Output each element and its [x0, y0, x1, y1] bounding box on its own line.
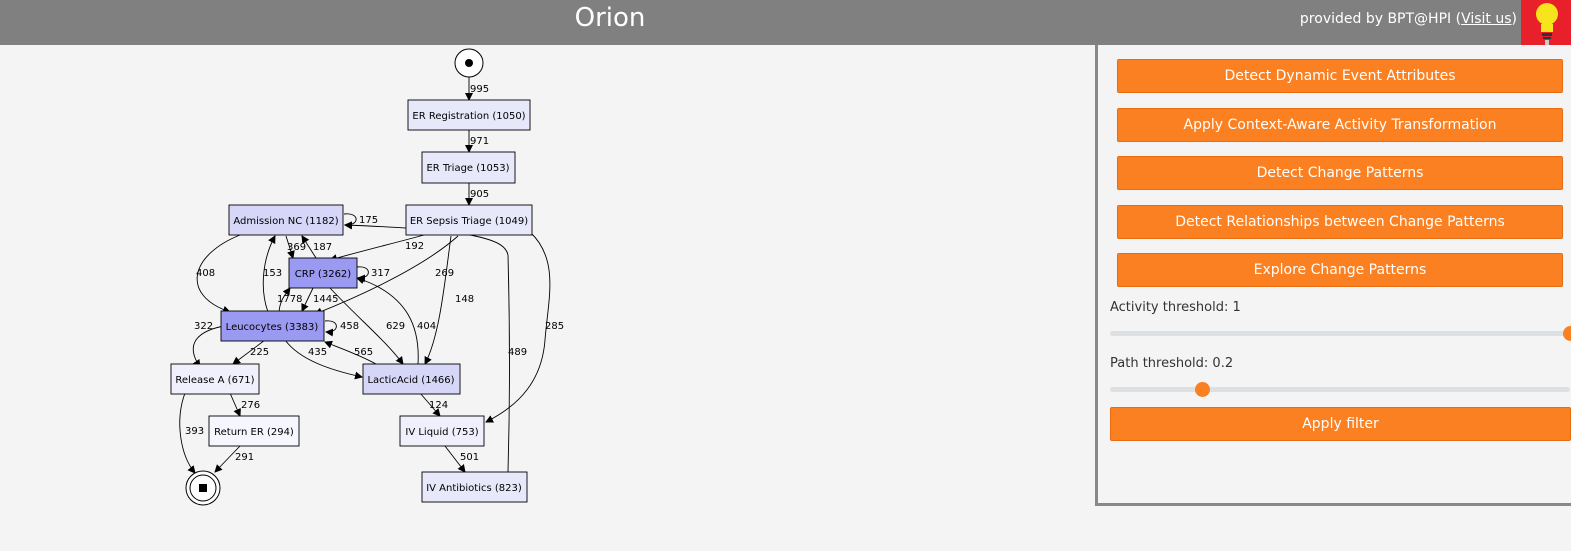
path-threshold-thumb[interactable]: [1195, 382, 1210, 397]
graph-node[interactable]: [399, 415, 485, 447]
edge-label: 565: [354, 347, 373, 358]
top-bar: Orion provided by BPT@HPI (Visit us): [0, 0, 1571, 45]
edge-label: 175: [359, 215, 378, 226]
edge-label: 322: [194, 321, 213, 332]
start-node[interactable]: [454, 48, 484, 78]
edge-label: 276: [241, 400, 260, 411]
activity-threshold-slider[interactable]: [1110, 326, 1571, 341]
edge-label: 285: [545, 321, 564, 332]
detect-relationships-button[interactable]: Detect Relationships between Change Patt…: [1117, 205, 1563, 239]
app-title: Orion: [574, 3, 646, 33]
graph-node[interactable]: [421, 151, 516, 184]
start-node-icon: [465, 59, 473, 67]
node-label: LacticAcid (1466): [367, 375, 454, 386]
edge-label: 269: [435, 268, 454, 279]
graph-node[interactable]: [170, 363, 260, 395]
edge-label: 317: [371, 268, 390, 279]
node-label: IV Liquid (753): [405, 427, 478, 438]
node-label: ER Sepsis Triage (1049): [410, 216, 528, 227]
node-label: ER Triage (1053): [426, 163, 509, 174]
edge-label: 629: [386, 321, 405, 332]
edge-label: 153: [263, 268, 282, 279]
apply-filter-button[interactable]: Apply filter: [1110, 407, 1571, 441]
detect-change-patterns-button[interactable]: Detect Change Patterns: [1117, 156, 1563, 190]
end-node[interactable]: [185, 470, 221, 506]
provided-by-label: provided by BPT@HPI: [1299, 11, 1456, 27]
graph-node[interactable]: [220, 310, 325, 342]
graph-node[interactable]: [208, 415, 300, 447]
edge-label: 501: [460, 452, 479, 463]
provider-text: provided by BPT@HPI (Visit us): [1300, 11, 1517, 27]
edge-label: 291: [235, 452, 254, 463]
node-label: ER Registration (1050): [412, 111, 525, 122]
visit-close-paren: ): [1511, 11, 1517, 27]
edge-label: 458: [340, 321, 359, 332]
graph-node[interactable]: [407, 99, 531, 131]
path-threshold-slider[interactable]: [1110, 382, 1570, 397]
visit-us-link[interactable]: Visit us: [1461, 11, 1512, 27]
edge-label: 995: [470, 84, 489, 95]
activity-threshold-thumb[interactable]: [1563, 326, 1571, 341]
end-node-icon: [199, 484, 207, 492]
edge-label: 404: [417, 321, 436, 332]
edge-label: 225: [250, 347, 269, 358]
graph-node[interactable]: [288, 257, 358, 289]
edge-label: 187: [313, 242, 332, 253]
bpt-logo: [1521, 0, 1571, 45]
edge-label: 408: [196, 268, 215, 279]
graph-node[interactable]: [362, 363, 461, 395]
apply-context-aware-transformation-button[interactable]: Apply Context-Aware Activity Transformat…: [1117, 108, 1563, 142]
node-label: IV Antibiotics (823): [426, 483, 522, 494]
lightbulb-icon: [1536, 3, 1558, 45]
node-label: Release A (671): [175, 375, 254, 386]
edge-label: 124: [429, 400, 448, 411]
detect-dynamic-event-attributes-button[interactable]: Detect Dynamic Event Attributes: [1117, 59, 1563, 93]
process-map-area[interactable]: ER Registration (1050) ER Triage (1053) …: [0, 45, 1095, 551]
edge-label: 489: [508, 347, 527, 358]
node-label: Leucocytes (3383): [226, 322, 319, 333]
edge-label: 148: [455, 294, 474, 305]
explore-change-patterns-button[interactable]: Explore Change Patterns: [1117, 253, 1563, 287]
node-label: Admission NC (1182): [233, 216, 338, 227]
edge-label: 971: [470, 136, 489, 147]
graph-node[interactable]: [228, 204, 344, 236]
graph-node[interactable]: [405, 204, 533, 236]
process-map: ER Registration (1050) ER Triage (1053) …: [170, 48, 564, 506]
edge-label: 393: [185, 426, 204, 437]
activity-threshold-label: Activity threshold: 1: [1110, 300, 1241, 315]
edge-label: 905: [470, 189, 489, 200]
path-threshold-label: Path threshold: 0.2: [1110, 356, 1234, 371]
control-panel: Detect Dynamic Event Attributes Apply Co…: [1095, 45, 1571, 506]
visit-open-paren: (: [1455, 11, 1462, 27]
edge-label: 192: [405, 241, 424, 252]
edge-label: 1778: [277, 294, 302, 305]
edge-label: 369: [287, 242, 306, 253]
node-label: Return ER (294): [214, 427, 294, 438]
edge-label: 435: [308, 347, 327, 358]
edge-label: 1445: [313, 294, 338, 305]
node-label: CRP (3262): [295, 269, 351, 280]
graph-node[interactable]: [421, 471, 528, 503]
